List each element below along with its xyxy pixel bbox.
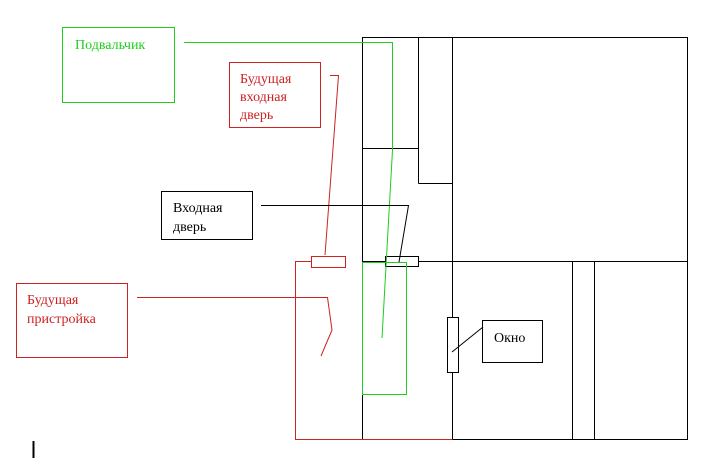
entrance-door-label-box: [161, 191, 253, 240]
entrance-door-label-line: Входная: [173, 201, 223, 216]
window-symbol: [447, 317, 459, 373]
entrance-door-label: Входная дверь: [173, 201, 226, 235]
future-extension-pointer-line: [137, 297, 333, 357]
window-label: Окно: [494, 331, 525, 346]
future-door-symbol: [311, 256, 346, 268]
basement-pointer-line: [184, 42, 393, 339]
future-extension-label-box: [16, 283, 128, 358]
entrance-door-symbol: [385, 256, 419, 267]
future-group: [16, 62, 453, 440]
future-door-label-line: дверь: [240, 108, 273, 123]
basement-label-box: [62, 27, 175, 103]
entrance-door-label-line: дверь: [173, 220, 206, 235]
future-door-label-line: Будущая: [240, 72, 292, 87]
future-extension-outline: [295, 261, 453, 440]
future-door-pointer-line: [324, 75, 340, 256]
house-plan: [32, 37, 688, 458]
future-door-label-line: входная: [240, 90, 288, 105]
future-door-label: Будущая входная дверь: [240, 72, 295, 123]
basement-group: [62, 27, 407, 395]
future-door-label-box: [229, 62, 321, 128]
basement-outline: [362, 262, 407, 395]
house-outline: [362, 37, 688, 440]
window-pointer-line: [451, 326, 484, 353]
window-label-box: [482, 320, 543, 363]
entrance-door-pointer-line: [261, 205, 410, 263]
basement-label: Подвальчик: [75, 38, 145, 53]
future-extension-label-line: Будущая: [27, 293, 79, 308]
future-extension-label: Будущая пристройка: [27, 293, 97, 327]
future-extension-label-line: пристройка: [27, 312, 97, 327]
